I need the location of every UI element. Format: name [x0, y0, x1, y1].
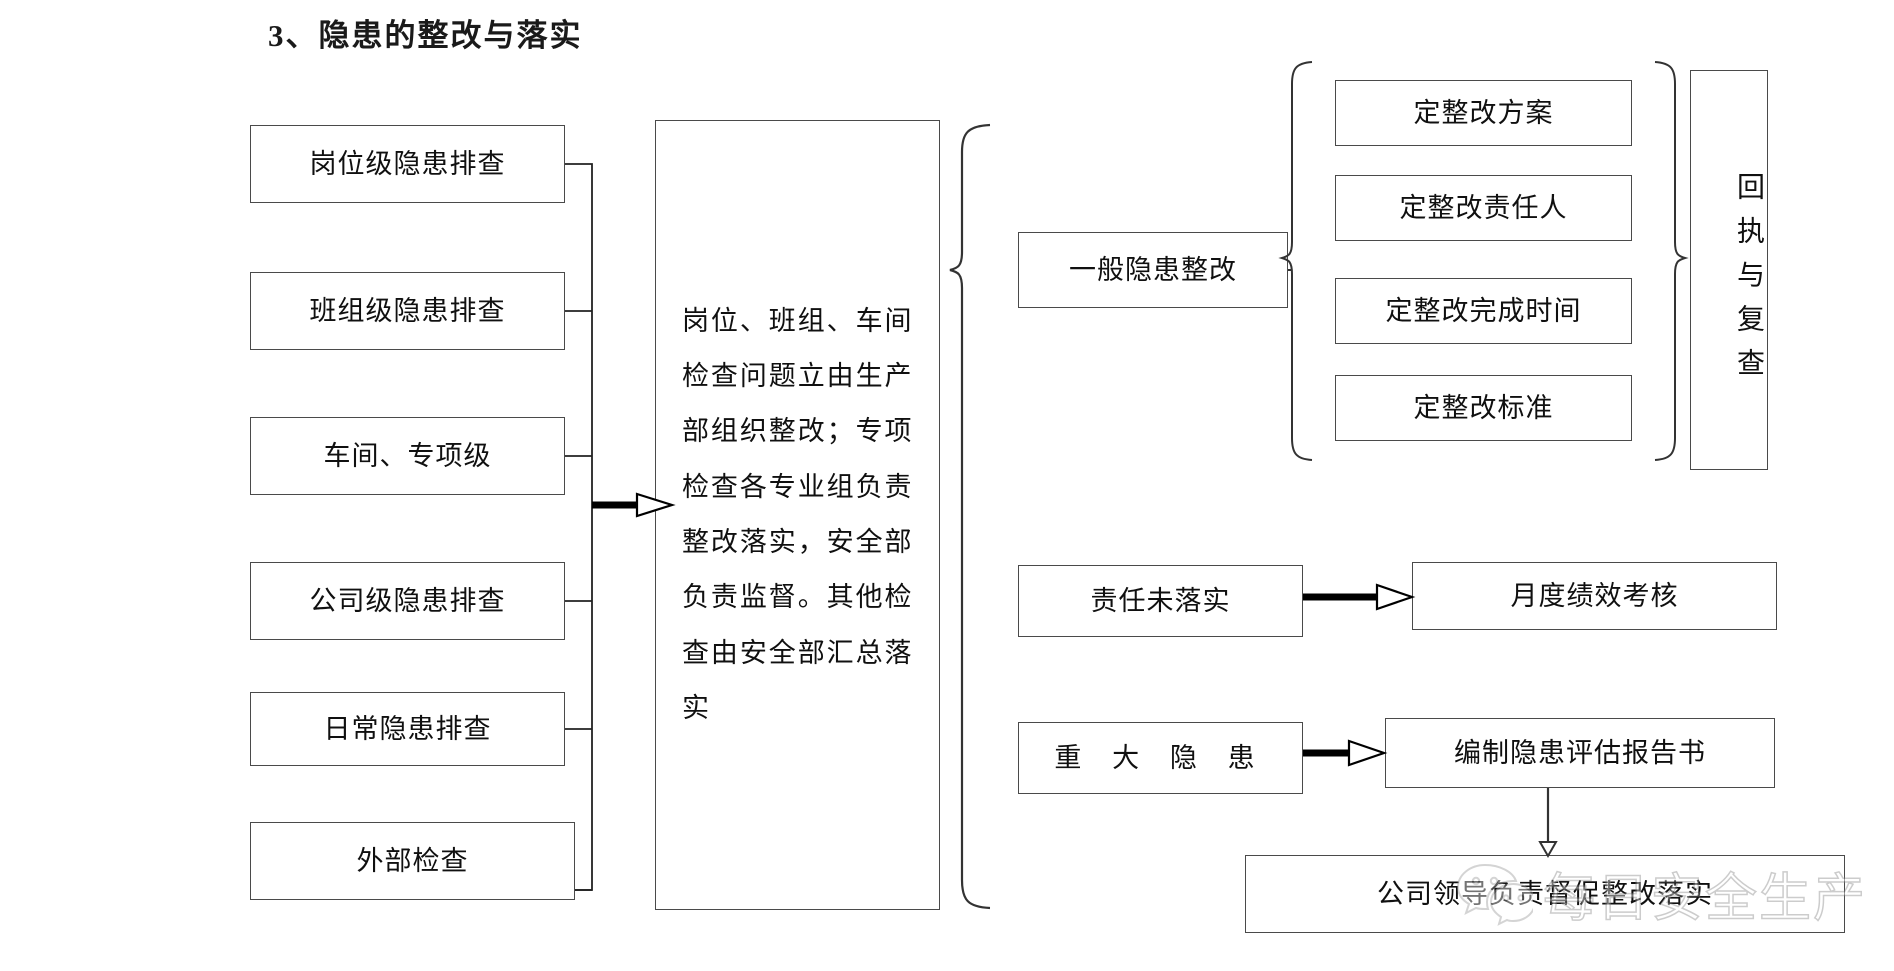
sub-box-label: 定整改责任人 [1399, 192, 1568, 223]
receipt-review-label: 回执与复查 [1733, 172, 1764, 392]
left-box-workshop-special[interactable]: 车间、专项级 [250, 417, 565, 495]
sub-box-label: 定整改标准 [1413, 392, 1554, 423]
left-box-label: 公司级隐患排查 [309, 585, 506, 616]
monthly-performance-assessment[interactable]: 月度绩效考核 [1412, 562, 1777, 630]
subitems-brace-right [1654, 61, 1689, 461]
hazard-assessment-report[interactable]: 编制隐患评估报告书 [1385, 718, 1775, 788]
left-box-label: 日常隐患排查 [323, 713, 492, 744]
left-bus-lines [565, 163, 593, 891]
left-box-external[interactable]: 外部检查 [250, 822, 575, 900]
left-box-post-level[interactable]: 岗位级隐患排查 [250, 125, 565, 203]
sub-box-plan[interactable]: 定整改方案 [1335, 80, 1632, 146]
leader-supervision-box[interactable]: 公司领导负责督促整改落实 [1245, 855, 1845, 933]
receipt-review-box[interactable]: 回执与复查 [1690, 70, 1768, 470]
left-box-label: 外部检查 [356, 845, 469, 876]
branch-general-rectification[interactable]: 一般隐患整改 [1018, 232, 1288, 308]
left-box-label: 车间、专项级 [323, 440, 492, 471]
arrow-report-to-leader [1538, 788, 1558, 859]
left-box-daily[interactable]: 日常隐患排查 [250, 692, 565, 766]
branch-major-hazard[interactable]: 重 大 隐 患 [1018, 722, 1303, 794]
arrow-major-to-report [1303, 739, 1388, 767]
center-process-text: 岗位、班组、车间检查问题立由生产部组织整改；专项检查各专业组负责整改落实，安全部… [682, 305, 913, 724]
left-box-company-level[interactable]: 公司级隐患排查 [250, 562, 565, 640]
page-title: 3、隐患的整改与落实 [268, 18, 583, 53]
branch-label: 责任未落实 [1090, 585, 1231, 616]
arrow-unfulfilled-to-assessment [1303, 583, 1416, 611]
sub-box-label: 定整改方案 [1413, 97, 1554, 128]
branch-brace-left [949, 123, 991, 910]
branch-unfulfilled-responsibility[interactable]: 责任未落实 [1018, 565, 1303, 637]
sub-box-owner[interactable]: 定整改责任人 [1335, 175, 1632, 241]
branch-label: 重 大 隐 患 [1054, 742, 1267, 773]
center-process-box[interactable]: 岗位、班组、车间检查问题立由生产部组织整改；专项检查各专业组负责整改落实，安全部… [655, 120, 940, 910]
sub-box-standard[interactable]: 定整改标准 [1335, 375, 1632, 441]
branch-label: 月度绩效考核 [1510, 580, 1679, 611]
left-box-label: 岗位级隐患排查 [309, 148, 506, 179]
sub-box-label: 定整改完成时间 [1385, 295, 1582, 326]
branch-label: 编制隐患评估报告书 [1454, 737, 1706, 768]
left-box-team-level[interactable]: 班组级隐患排查 [250, 272, 565, 350]
branch-label: 一般隐患整改 [1069, 254, 1237, 285]
branch-label: 公司领导负责督促整改落实 [1377, 878, 1713, 909]
left-box-label: 班组级隐患排查 [309, 295, 506, 326]
sub-box-deadline[interactable]: 定整改完成时间 [1335, 278, 1632, 344]
